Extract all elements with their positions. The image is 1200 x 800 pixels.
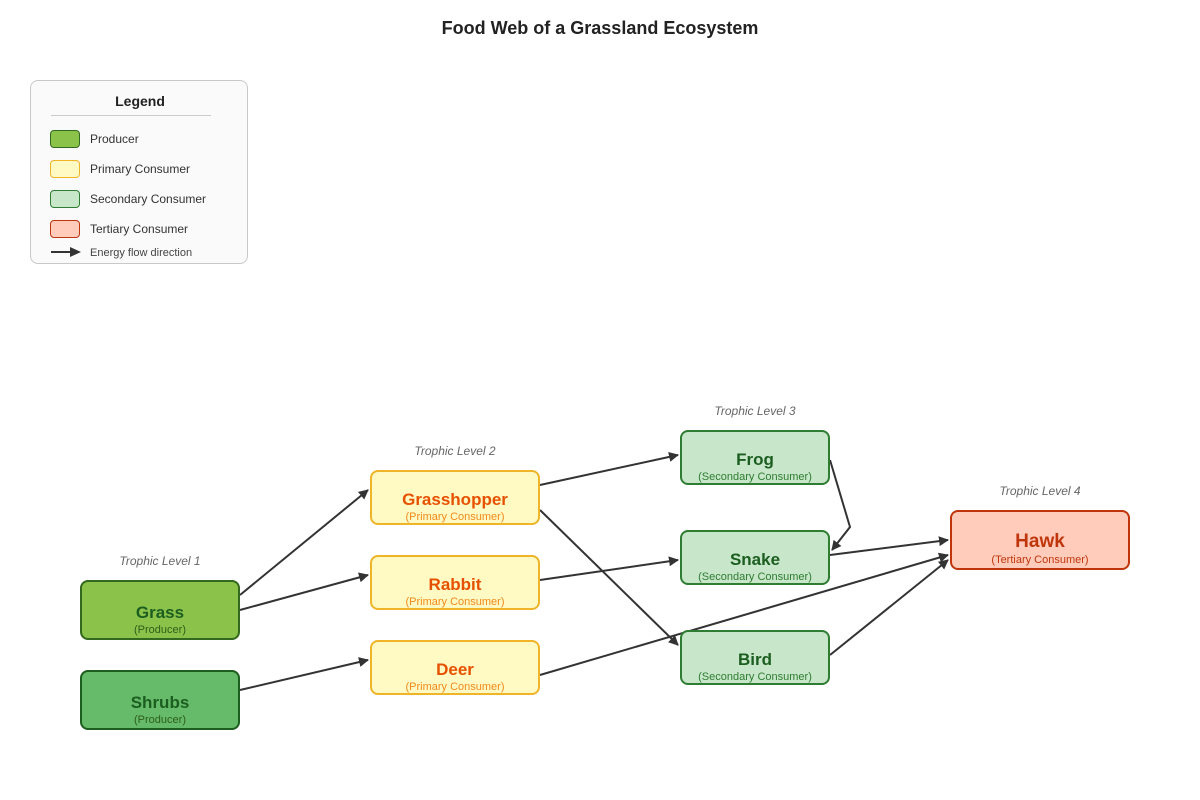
node-bird-name: Bird bbox=[738, 650, 772, 669]
edge-grasshopper-to-bird bbox=[539, 509, 679, 646]
edge-bird-to-hawk bbox=[829, 559, 949, 656]
node-hawk-name: Hawk bbox=[1015, 531, 1065, 552]
node-shrubs-name: Shrubs bbox=[130, 693, 190, 712]
node-deer: Deer (Primary Consumer) bbox=[370, 640, 540, 695]
node-grasshopper-role: (Primary Consumer) bbox=[405, 511, 505, 523]
legend-swatch-producer bbox=[50, 130, 80, 148]
trophic-level-3-label: Trophic Level 3 bbox=[714, 404, 796, 418]
legend-label-secondary-consumer: Secondary Consumer bbox=[90, 192, 207, 206]
edge-frog-to-snake bbox=[829, 459, 852, 551]
node-grass-role: (Producer) bbox=[134, 624, 186, 636]
legend-swatch-primary-consumer bbox=[50, 160, 80, 178]
node-hawk-role: (Tertiary Consumer) bbox=[991, 554, 1089, 566]
legend-swatch-secondary-consumer bbox=[50, 190, 80, 208]
legend-label-primary-consumer: Primary Consumer bbox=[90, 162, 191, 176]
node-rabbit-role: (Primary Consumer) bbox=[405, 596, 505, 608]
diagram-title: Food Web of a Grassland Ecosystem bbox=[441, 18, 759, 38]
node-snake: Snake (Secondary Consumer) bbox=[680, 530, 830, 585]
legend-divider bbox=[51, 115, 211, 116]
edge-shrubs-to-deer bbox=[239, 657, 369, 691]
node-grasshopper-name: Grasshopper bbox=[402, 490, 508, 509]
node-grass-name: Grass bbox=[135, 603, 185, 622]
node-grass: Grass (Producer) bbox=[80, 580, 240, 640]
legend-label-tertiary-consumer: Tertiary Consumer bbox=[90, 222, 189, 236]
node-rabbit-name: Rabbit bbox=[428, 575, 482, 594]
node-shrubs-role: (Producer) bbox=[134, 714, 186, 726]
legend-arrow-icon bbox=[51, 247, 81, 257]
edge-grasshopper-to-frog bbox=[539, 452, 679, 486]
node-bird-role: (Secondary Consumer) bbox=[698, 671, 812, 683]
node-deer-name: Deer bbox=[436, 660, 474, 679]
node-snake-name: Snake bbox=[729, 550, 781, 569]
edge-rabbit-to-snake bbox=[539, 556, 679, 581]
trophic-level-4-label: Trophic Level 4 bbox=[999, 484, 1081, 498]
node-frog-name: Frog bbox=[736, 450, 774, 469]
node-bird: Bird (Secondary Consumer) bbox=[680, 630, 830, 685]
edge-grass-to-grasshopper bbox=[239, 489, 369, 596]
edge-deer-to-hawk bbox=[539, 552, 949, 676]
node-frog: Frog (Secondary Consumer) bbox=[680, 430, 830, 485]
node-hawk: Hawk (Tertiary Consumer) bbox=[950, 510, 1130, 570]
trophic-level-2-label: Trophic Level 2 bbox=[414, 444, 496, 458]
node-snake-role: (Secondary Consumer) bbox=[698, 571, 812, 583]
legend-label-producer: Producer bbox=[90, 132, 139, 146]
node-shrubs: Shrubs (Producer) bbox=[80, 670, 240, 730]
node-frog-role: (Secondary Consumer) bbox=[698, 471, 812, 483]
trophic-level-1-label: Trophic Level 1 bbox=[119, 554, 201, 568]
legend-title: Legend bbox=[115, 93, 165, 109]
node-rabbit: Rabbit (Primary Consumer) bbox=[370, 555, 540, 610]
legend-swatch-tertiary-consumer bbox=[50, 220, 80, 238]
legend-box: Legend Producer Primary Consumer Seconda… bbox=[30, 80, 248, 264]
node-grasshopper: Grasshopper (Primary Consumer) bbox=[370, 470, 540, 525]
edge-grass-to-rabbit bbox=[239, 572, 369, 611]
node-deer-role: (Primary Consumer) bbox=[405, 681, 505, 693]
edge-snake-to-hawk bbox=[829, 536, 949, 556]
legend-arrow-label: Energy flow direction bbox=[90, 247, 193, 259]
